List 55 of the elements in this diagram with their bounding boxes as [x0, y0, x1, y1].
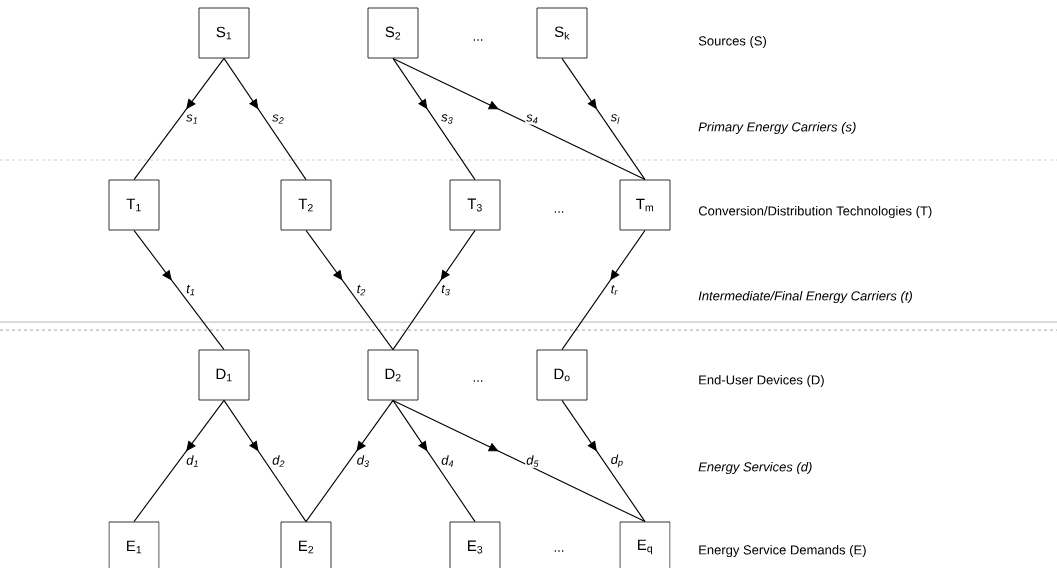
node-box: E$_{q}$ — [619, 521, 671, 568]
arrow — [223, 399, 307, 523]
node-box: T$_{m}$ — [619, 179, 671, 231]
arrow — [561, 57, 646, 181]
arrow — [392, 229, 476, 351]
edge-label: s$_{4}$ — [526, 114, 538, 124]
layer-label: Sources (S) — [698, 35, 766, 49]
layer-label: Intermediate/Final Energy Carriers (t) — [698, 290, 912, 304]
layer-label: Conversion/Distribution Technologies (T) — [698, 205, 932, 219]
arrow — [133, 399, 225, 523]
layer-label: Energy Services (d) — [698, 461, 812, 475]
node-box: S$_{k}$ — [536, 7, 588, 59]
edge-label: d$_{1}$ — [186, 455, 198, 467]
node-box: S$_{2}$ — [367, 7, 419, 59]
arrow — [305, 229, 394, 351]
edge-label: d$_{4}$ — [441, 455, 454, 467]
ellipsis: ... — [554, 211, 564, 213]
edge-label: d$_{p}$ — [611, 454, 623, 468]
node-box: T$_{3}$ — [449, 179, 501, 231]
edge-label: t$_{3}$ — [441, 284, 450, 296]
layer-label: End-User Devices (D) — [699, 374, 824, 388]
node-box: S$_{1}$ — [198, 7, 250, 59]
node-box: D$_{1}$ — [198, 349, 250, 401]
edge-label: t$_{1}$ — [186, 284, 195, 296]
node-box: T$_{2}$ — [280, 179, 332, 231]
ellipsis: ... — [554, 550, 564, 552]
node-box: T$_{1}$ — [108, 179, 160, 231]
node-box: D$_{o}$ — [536, 349, 588, 401]
arrow — [223, 57, 307, 181]
arrow — [392, 57, 476, 181]
edge-label: s$_{l}$ — [610, 114, 620, 124]
ellipsis: ... — [473, 380, 483, 382]
arrow — [561, 399, 646, 523]
node-box: E$_{2}$ — [280, 521, 332, 568]
edge-label: s$_{1}$ — [186, 114, 197, 124]
arrow — [561, 229, 646, 351]
edge-label: t$_{r}$ — [611, 284, 618, 296]
edge-label: d$_{3}$ — [357, 455, 369, 467]
arrow — [133, 57, 225, 181]
arrow — [305, 399, 394, 523]
edge-label: t$_{2}$ — [357, 284, 366, 296]
layer-label: Energy Service Demands (E) — [699, 544, 866, 558]
arrow — [392, 399, 646, 523]
ellipsis: ... — [473, 39, 483, 41]
edge-label: d$_{2}$ — [272, 455, 285, 467]
node-box: E$_{1}$ — [108, 521, 160, 568]
node-box: E$_{3}$ — [449, 521, 501, 568]
layer-label: Primary Energy Carriers (s) — [698, 121, 856, 135]
arrow — [133, 229, 225, 351]
arrow — [392, 57, 646, 181]
edge-label: s$_{3}$ — [441, 114, 453, 124]
edge-label: s$_{2}$ — [272, 114, 284, 124]
edge-label: d$_{5}$ — [526, 455, 539, 467]
arrow — [392, 399, 476, 523]
node-box: D$_{2}$ — [367, 349, 419, 401]
